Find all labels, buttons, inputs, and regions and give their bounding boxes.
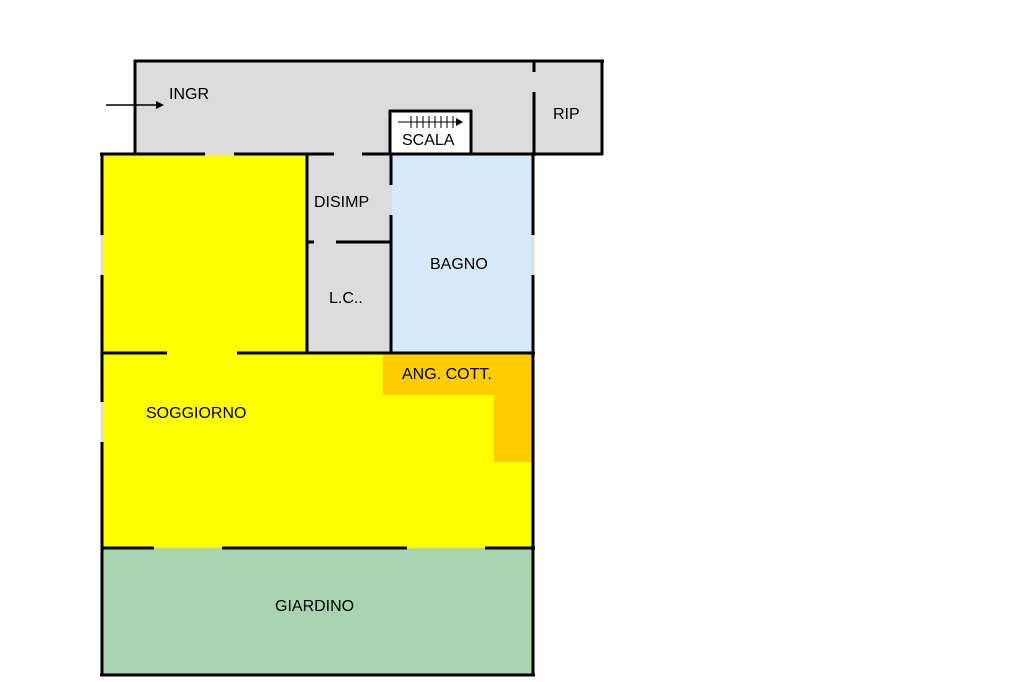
room-angolo-cottura-counter <box>494 395 533 462</box>
room-disimpegno <box>308 155 392 243</box>
label-disimpegno: DISIMP <box>314 194 370 211</box>
room-angolo-cottura <box>383 353 533 395</box>
entry-arrow-icon <box>106 101 164 109</box>
label-angolo-cottura: ANG. COTT. <box>402 366 492 383</box>
room-giardino <box>102 548 533 674</box>
room-ingresso <box>135 61 603 155</box>
label-bagno: BAGNO <box>430 256 488 273</box>
label-giardino: GIARDINO <box>275 598 355 615</box>
room-camera <box>102 155 308 353</box>
label-ripostiglio: RIP <box>553 106 580 123</box>
label-lc: L.C.. <box>329 290 363 307</box>
label-ingresso: INGR <box>169 86 209 103</box>
label-soggiorno: SOGGIORNO <box>146 405 247 422</box>
label-scala: SCALA <box>402 132 455 149</box>
room-lc <box>308 243 392 353</box>
stairs-arrow-icon <box>398 116 463 128</box>
room-scala <box>390 111 471 155</box>
room-bagno <box>392 155 533 353</box>
